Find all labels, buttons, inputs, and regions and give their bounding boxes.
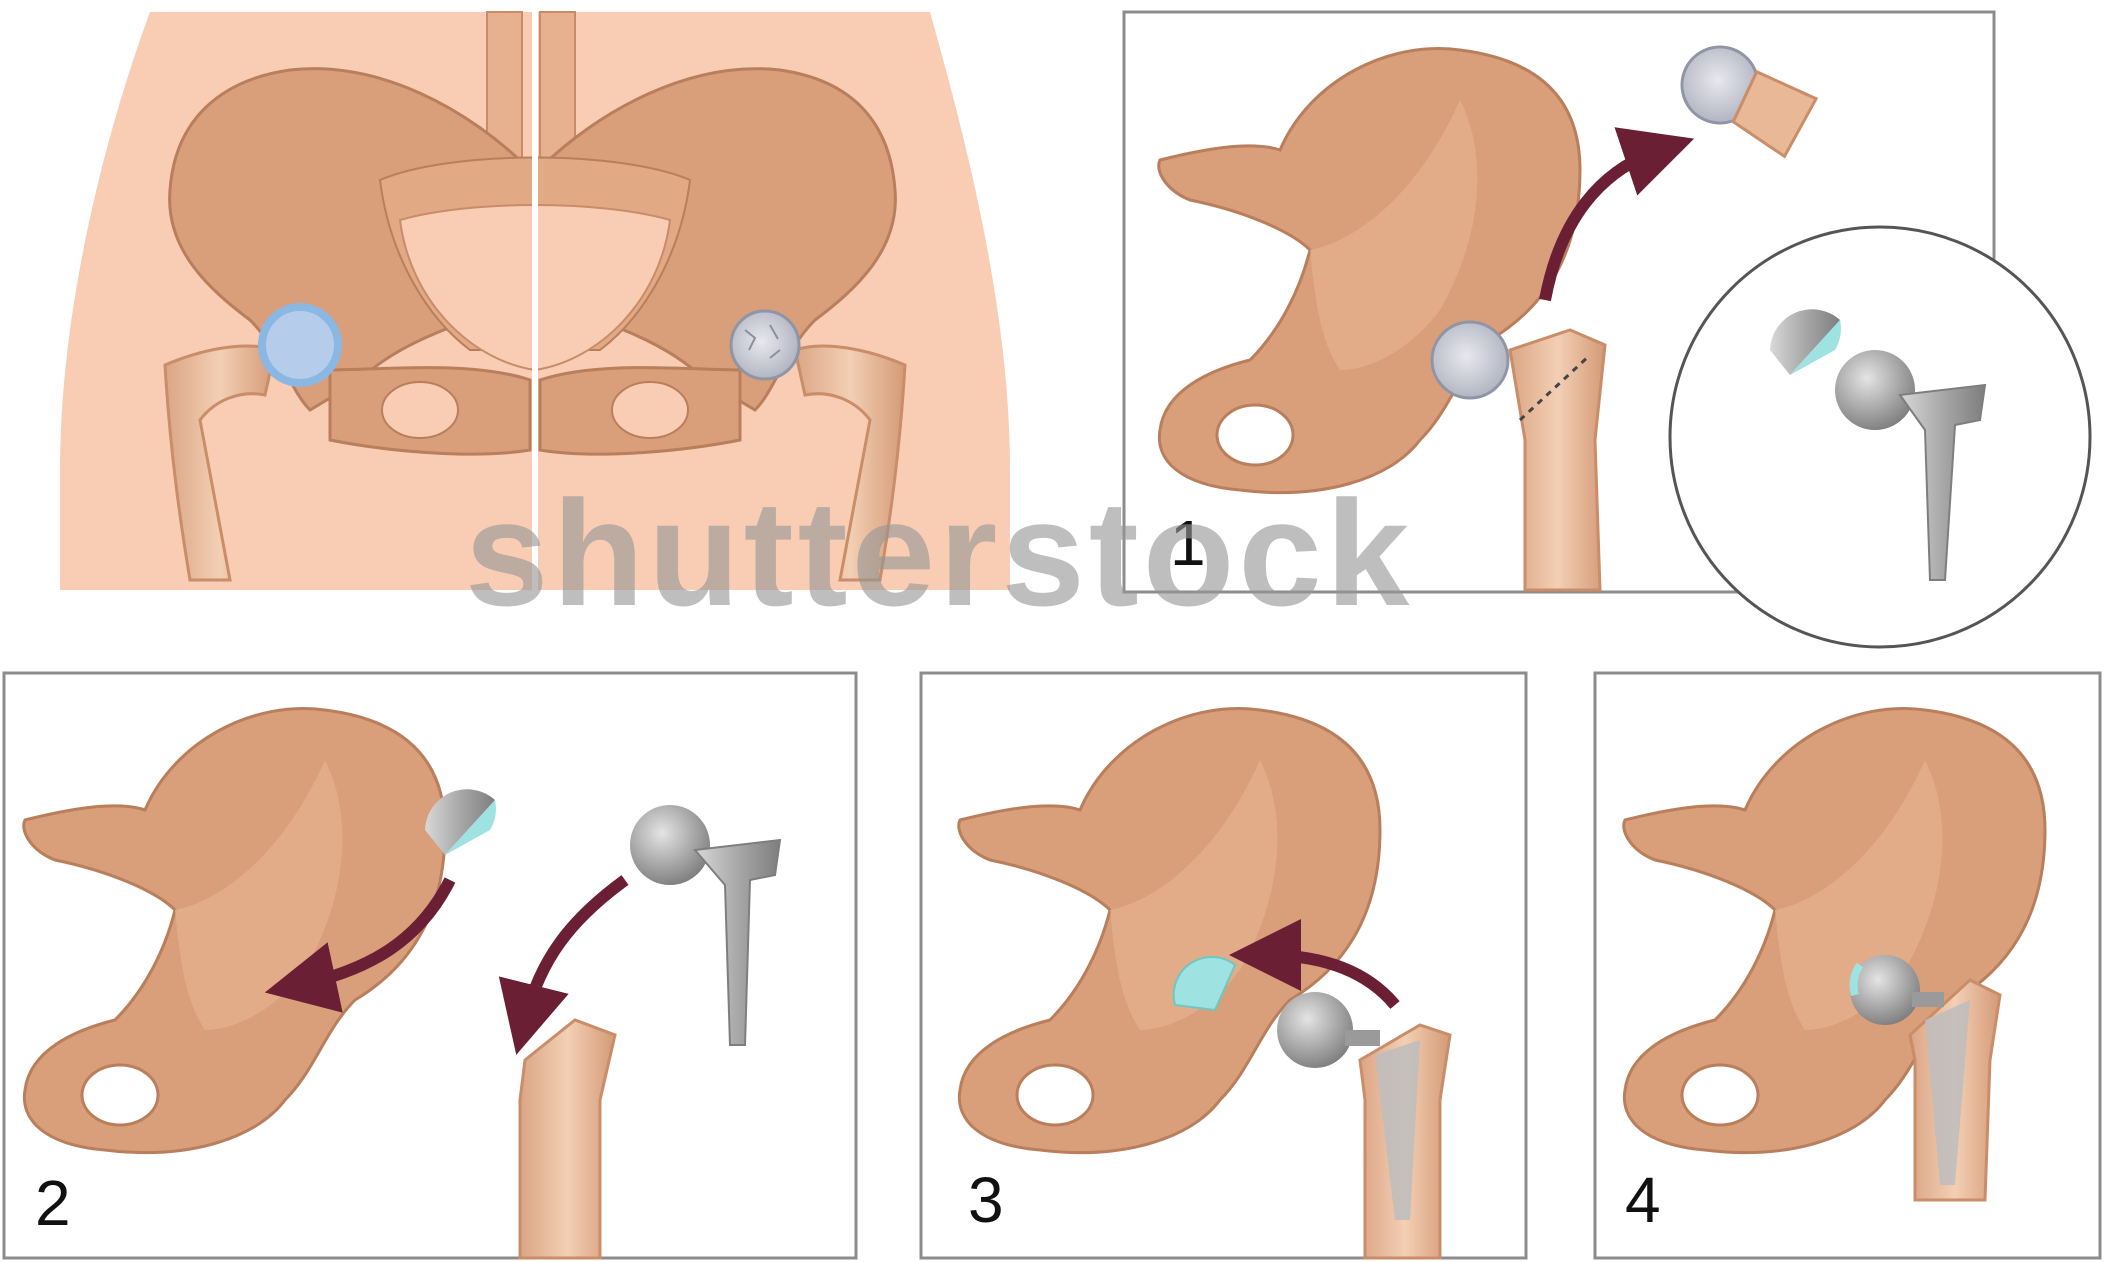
hip-prosthesis-icon bbox=[630, 805, 782, 1046]
stem-insertion-arrow bbox=[498, 875, 629, 1055]
reduction-arrow bbox=[1229, 919, 1400, 1009]
healthy-hip-cartilage-icon bbox=[258, 303, 342, 387]
step-3-panel: 3 bbox=[919, 671, 1528, 1260]
femoral-stem bbox=[1898, 383, 1987, 581]
right-obturator bbox=[611, 381, 689, 439]
step-2-panel: 2 bbox=[2, 671, 858, 1260]
left-femur bbox=[163, 303, 342, 582]
step-number: 1 bbox=[1170, 507, 1206, 579]
prosthetic-ball bbox=[1835, 350, 1915, 430]
osteoarthritic-femoral-head-icon bbox=[729, 309, 801, 381]
pelvis-overview bbox=[60, 11, 1010, 590]
removal-arrow bbox=[1539, 127, 1695, 302]
resected-femur bbox=[518, 1018, 617, 1260]
step-number: 3 bbox=[968, 1164, 1004, 1236]
left-obturator bbox=[381, 381, 459, 439]
proximal-femur bbox=[1508, 328, 1607, 592]
step-1-panel: 1 bbox=[1122, 10, 2092, 649]
step-number: 4 bbox=[1625, 1164, 1661, 1236]
osteotomy-cut-line bbox=[1518, 353, 1592, 422]
step-number: 2 bbox=[35, 1167, 71, 1239]
acetabular-cup bbox=[1770, 309, 1840, 375]
hip-prosthesis-icon bbox=[1770, 309, 1987, 581]
prosthetic-ball bbox=[1277, 992, 1353, 1068]
prosthetic-ball-seated bbox=[1850, 955, 1920, 1025]
resected-femoral-head bbox=[1680, 45, 1819, 159]
femoral-stem bbox=[693, 838, 782, 1046]
cup-insertion-arrow bbox=[264, 877, 456, 1013]
femoral-stem bbox=[1375, 1040, 1420, 1220]
step-4-panel: 4 bbox=[1593, 671, 2102, 1260]
femoral-stem bbox=[1925, 1000, 1970, 1185]
implant-preview-circle bbox=[1668, 225, 2092, 649]
osteoarthritic-femoral-head-icon bbox=[1430, 320, 1510, 400]
right-femur bbox=[729, 309, 907, 582]
prosthetic-ball bbox=[630, 805, 710, 885]
left-ilium bbox=[168, 67, 532, 412]
acetabular-cup bbox=[425, 789, 495, 855]
